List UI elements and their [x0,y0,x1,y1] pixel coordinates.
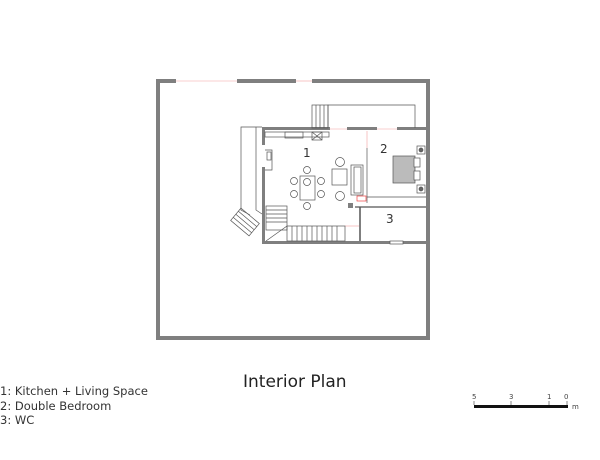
guide-lines [176,80,397,227]
scale-tick-label: 1 [547,393,552,401]
legend-item: 3: WC [0,413,35,427]
room-legend: 1: Kitchen + Living Space 2: Double Bedr… [0,384,148,428]
plan-title: Interior Plan [243,372,347,392]
legend-item: 1: Kitchen + Living Space [0,384,148,398]
scale-tick-label: 3 [509,393,514,401]
scale-tick-label: 5 [472,393,477,401]
scale-unit: m [572,403,579,411]
legend-item: 2: Double Bedroom [0,398,112,413]
room-number-3: 3 [386,212,394,226]
outer-walls [156,79,430,340]
interior-walls [262,127,426,244]
bed [392,145,426,194]
room-number-1: 1 [303,146,311,160]
scale-bar [473,401,568,408]
plan-lines [230,104,426,245]
room-number-2: 2 [380,142,388,156]
scale-tick-label: 0 [564,393,569,401]
fireplace [356,195,367,202]
